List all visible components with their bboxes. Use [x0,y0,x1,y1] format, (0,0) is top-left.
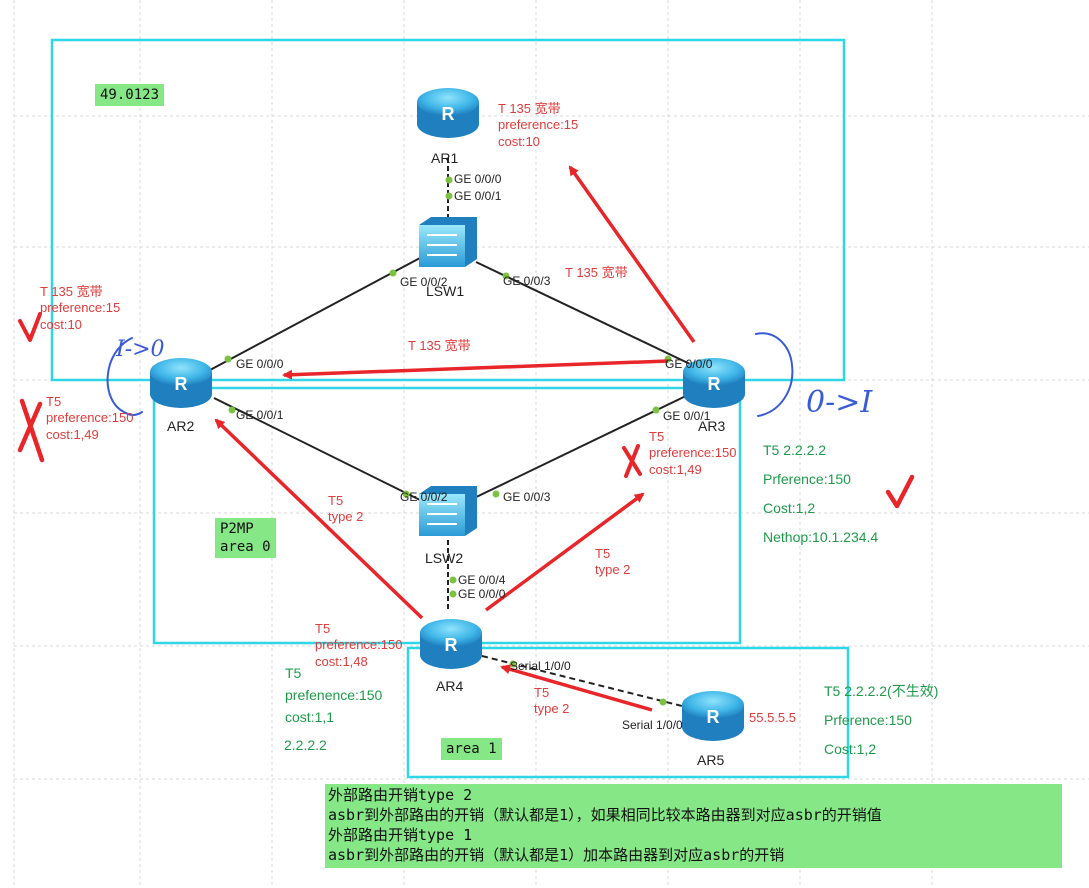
handwritten-marks [17,312,915,509]
links [209,158,691,707]
area-1-label: area 1 [441,738,502,760]
cross-mark-icon [622,444,642,478]
arrow-ar3-to-ar1 [568,165,696,344]
background-grid [13,0,1089,888]
arrow-label-ar4-ar2: T5 type 2 [328,493,364,525]
svg-text:R: R [707,707,720,727]
arrow-label-ar4-ar3: T5 type 2 [595,546,631,578]
arrow-ar5-to-ar4 [500,664,653,712]
port-label: GE 0/0/4 [458,573,506,587]
check-mark-icon [18,312,42,342]
svg-text:R: R [175,374,188,394]
router-ar2-icon[interactable]: R [150,358,212,408]
link-lsw1-ar2 [209,257,421,371]
route-info-ar2-type1: T 135 宽带 preference:15 cost:10 [40,284,121,332]
arrow-label-ar5-ar4: T5 type 2 [534,685,570,717]
route-info-ar3-green: T5 2.2.2.2 Prference:150 Cost:1,2 Nethop… [763,442,879,545]
route-info-ar2-type5: T5 preference:150 cost:1,49 [46,394,134,442]
arrow-ar4-to-ar2 [214,418,424,620]
router-ar3-icon[interactable]: R [683,358,745,408]
route-info-ar4-green: T5 prefenence:150 cost:1,1 [285,665,383,725]
handwritten-label-ar3: 0->I [806,385,873,420]
handwritten-arc-ar2 [106,337,143,416]
port-label: Serial 1/0/0 [622,718,683,732]
route-info-ar1: T 135 宽带 preference:15 cost:10 [498,101,579,149]
device-label-ar3: AR3 [698,418,726,434]
port-label: GE 0/0/0 [665,357,713,371]
area-0-name: area 0 [220,539,271,555]
device-label-lsw1: LSW1 [426,283,465,299]
area-0-label: P2MP area 0 [215,518,276,558]
area-1-boundary [406,646,850,779]
ar5-loopback-label: 55.5.5.5 [749,710,796,725]
arrow-label-lsw1-ar3: T 135 宽带 [565,265,628,280]
arrow-ar3-to-ar2 [282,359,669,380]
interface-dots [224,176,672,706]
link-ar2-lsw2 [213,397,421,501]
route-info-ar5-green: T5 2.2.2.2(不生效) Prference:150 Cost:1,2 [824,683,939,757]
port-label: GE 0/0/0 [458,587,506,601]
port-label: GE 0/0/1 [454,189,502,203]
handwritten-arc-ar3 [755,332,794,417]
switch-lsw2-icon[interactable] [419,486,477,536]
cross-mark-icon [17,398,45,463]
route-info-ar4-green-ip: 2.2.2.2 [284,737,327,753]
svg-text:R: R [442,104,455,124]
arrow-label-ar3-ar2: T 135 宽带 [408,338,471,353]
svg-text:R: R [708,374,721,394]
port-label: GE 0/0/0 [236,357,284,371]
router-ar4-icon[interactable]: R [420,619,482,669]
route-info-ar3-type5: T5 preference:150 cost:1,49 [649,429,737,477]
device-label-ar5: AR5 [697,752,725,768]
port-label: GE 0/0/2 [400,275,448,289]
area-49-boundary [50,38,846,382]
switch-lsw1-icon[interactable] [419,217,477,267]
device-label-ar1: AR1 [431,150,459,166]
svg-text:R: R [445,635,458,655]
area-0-mode: P2MP [220,521,254,537]
note-line: 外部路由开销type 1 [328,826,473,844]
device-label-ar2: AR2 [167,418,195,434]
route-info-ar4-type5: T5 preference:150 cost:1,48 [315,621,403,669]
port-label: GE 0/0/2 [400,490,448,504]
port-label: GE 0/0/1 [663,409,711,423]
area-49-label: 49.0123 [95,84,165,106]
router-ar1-icon[interactable]: R [417,88,479,138]
note-line: asbr到外部路由的开销（默认都是1）加本路由器到对应asbr的开销 [328,846,785,864]
port-label: GE 0/0/1 [236,408,284,422]
port-label: GE 0/0/3 [503,490,551,504]
note-line: asbr到外部路由的开销（默认都是1），如果相同比较本路由器到对应asbr的开销… [328,806,882,824]
explanation-note: 外部路由开销type 2 asbr到外部路由的开销（默认都是1），如果相同比较本… [325,784,1062,868]
port-label: GE 0/0/0 [454,172,502,186]
router-ar5-icon[interactable]: R [682,691,744,741]
handwritten-label-ar2: I->0 [116,337,165,362]
device-label-ar4: AR4 [436,678,464,694]
link-lsw1-ar3 [475,261,691,365]
device-label-lsw2: LSW2 [425,550,464,566]
port-label: GE 0/0/3 [503,274,551,288]
route-arrows [214,165,696,712]
port-label: Serial 1/0/0 [510,659,571,673]
arrow-ar4-to-ar3 [484,492,645,612]
check-mark-icon [885,474,915,509]
note-line: 外部路由开销type 2 [328,786,473,804]
